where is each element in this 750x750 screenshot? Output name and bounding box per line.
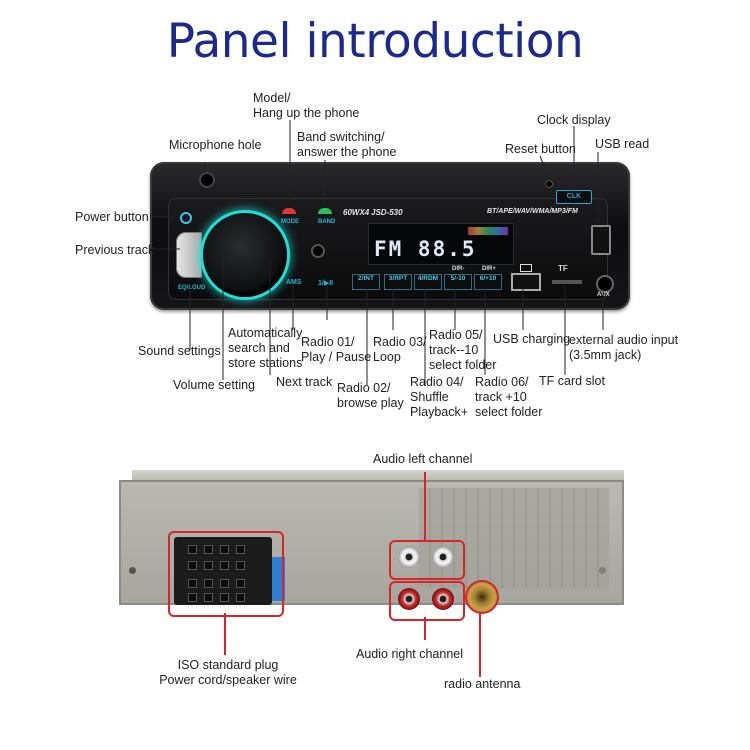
aux-jack[interactable] <box>596 275 614 293</box>
rca-left-white-1 <box>398 546 420 568</box>
page-title: Panel introduction <box>166 14 584 69</box>
label-radio06: Radio 06/ track +10 select folder <box>475 375 543 419</box>
mode-key-label: MODE <box>281 219 299 225</box>
label-external-audio: external audio input (3.5mm jack) <box>569 333 679 362</box>
iso-highlight <box>168 531 284 617</box>
key-4[interactable]: 4/RDM <box>414 274 442 290</box>
band-key-label: BAND <box>318 219 336 225</box>
reset-pinhole <box>545 180 553 188</box>
label-next-track: Next track <box>276 375 333 389</box>
dir-minus-label: DIR- <box>452 266 465 272</box>
power-icon[interactable] <box>180 212 192 224</box>
key-5[interactable]: 5/-10 <box>444 274 472 290</box>
screen-readout: FM 88.5 <box>374 237 477 261</box>
key-6[interactable]: 6/+10 <box>474 274 502 290</box>
tf-label: TF <box>558 264 568 273</box>
key-2[interactable]: 2/INT <box>352 274 380 290</box>
model-name: JSD-530 <box>371 208 403 217</box>
key-3[interactable]: 3/RPT <box>384 274 412 290</box>
iso-clip <box>272 557 285 601</box>
label-radio-antenna: radio antenna <box>444 677 521 691</box>
label-model-hang-up: Model/ Hang up the phone <box>253 91 360 120</box>
rca-right-red-1 <box>398 588 420 610</box>
mode-hangup-icon[interactable] <box>282 208 296 214</box>
label-radio05: Radio 05/ track--10 select folder <box>429 328 497 372</box>
radio-antenna-socket <box>465 580 499 614</box>
vent-slots <box>419 488 609 588</box>
clk-key[interactable]: CLK <box>556 190 592 204</box>
band-answer-icon[interactable] <box>318 208 332 214</box>
power-rating: 60WX4 <box>343 208 370 217</box>
eq-loud-label: EQ/LOUD <box>178 285 206 291</box>
key-1[interactable]: 1/▶II <box>318 280 334 287</box>
label-radio02: Radio 02/ browse play <box>337 381 404 410</box>
label-band-switching: Band switching/ answer the phone <box>297 130 397 159</box>
battery-icon <box>520 264 532 272</box>
supported-formats: BT/APE/WAV/WMA/MP3/FM <box>487 208 578 215</box>
usb-read-slot[interactable] <box>591 225 611 255</box>
label-audio-left: Audio left channel <box>373 452 473 466</box>
label-sound-settings: Sound settings <box>138 344 221 358</box>
label-radio01: Radio 01/ Play / Pause <box>301 335 372 364</box>
rca-left-white-2 <box>432 546 454 568</box>
rca-right-red-2 <box>432 588 454 610</box>
tf-card-slot[interactable] <box>552 280 582 284</box>
label-usb-charging: USB charging <box>493 332 571 346</box>
label-radio03: Radio 03/ Loop <box>373 335 427 364</box>
previous-track-key[interactable] <box>176 232 202 278</box>
screw-left <box>129 567 136 574</box>
label-radio04: Radio 04/ Shuffle Playback+ <box>410 375 469 419</box>
label-auto-search: Automatically search and store stations <box>228 326 303 370</box>
ams-key[interactable]: AMS <box>286 279 302 286</box>
iso-plug <box>174 537 272 605</box>
microphone-hole <box>199 172 215 188</box>
label-microphone-hole: Microphone hole <box>169 138 262 152</box>
model-strip: 60WX4 JSD-530 BT/APE/WAV/WMA/MP3/FM <box>343 208 597 220</box>
label-tf-card-slot: TF card slot <box>539 374 605 388</box>
label-volume-setting: Volume setting <box>173 378 255 392</box>
label-audio-right: Audio right channel <box>356 647 464 661</box>
label-iso-plug: ISO standard plug Power cord/speaker wir… <box>159 658 297 687</box>
aux-label: AUX <box>597 292 610 298</box>
eq-bars <box>468 227 508 235</box>
usb-charging-port[interactable] <box>511 273 541 291</box>
label-clock-display: Clock display <box>537 113 611 127</box>
label-power-button: Power button <box>75 210 149 224</box>
label-previous-track: Previous track <box>75 243 155 257</box>
rca-right-highlight <box>389 581 465 621</box>
mic-dot <box>311 244 325 258</box>
lcd-screen: FM 88.5 <box>368 223 514 265</box>
rca-left-highlight <box>389 540 465 580</box>
label-reset-button: Reset button <box>505 142 576 156</box>
label-usb-read: USB read <box>595 137 650 151</box>
dir-plus-label: DIR+ <box>482 266 496 272</box>
volume-knob[interactable] <box>203 213 287 297</box>
